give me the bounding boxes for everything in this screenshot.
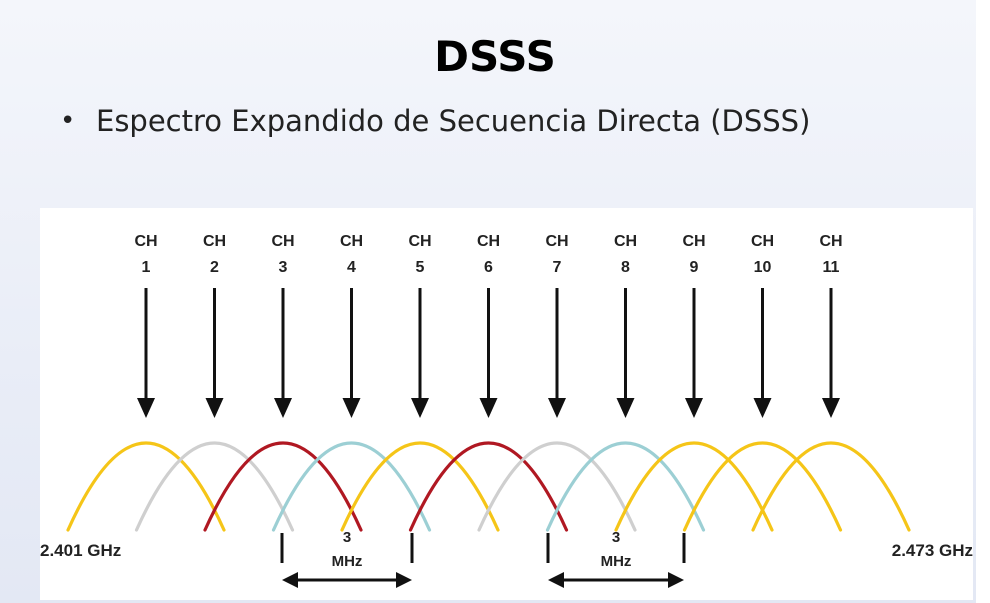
gap-arrow-left-head-2 xyxy=(548,572,564,588)
channel-curve-6 xyxy=(408,441,569,532)
channel-number-3: 3 xyxy=(279,259,288,276)
channel-arrow-head-11 xyxy=(822,398,840,418)
gap-value-2: 3 xyxy=(612,529,620,546)
gap-unit-2: MHz xyxy=(601,553,632,570)
diagram-panel: CH 1 CH 2 CH 3 CH 4 CH 5 CH 6 CH 7 CH 8 CH 9 CH 10 CH 11 2.401… xyxy=(40,208,973,600)
gap-arrow-left-head-1 xyxy=(282,572,298,588)
channel-arrow-head-2 xyxy=(205,398,224,418)
channel-arrow-head-1 xyxy=(137,398,155,418)
channel-number-11: 11 xyxy=(823,259,840,276)
gap-arrow-right-head-1 xyxy=(396,572,412,588)
channel-arrow-head-4 xyxy=(342,398,361,418)
channel-curve-7 xyxy=(477,441,637,532)
channel-prefix-5: CH xyxy=(408,233,431,250)
channel-number-6: 6 xyxy=(484,259,493,276)
slide-edge xyxy=(976,0,990,603)
channel-number-4: 4 xyxy=(347,259,356,276)
bullet-text: Espectro Expandido de Secuencia Directa … xyxy=(96,104,811,138)
channel-curve-2 xyxy=(134,441,295,532)
channel-arrow-head-3 xyxy=(274,398,292,418)
channel-prefix-3: CH xyxy=(271,233,294,250)
channel-number-5: 5 xyxy=(416,259,425,276)
channel-prefix-2: CH xyxy=(203,233,226,250)
channel-prefix-4: CH xyxy=(340,233,363,250)
channel-curve-8 xyxy=(545,441,706,532)
channel-curve-5 xyxy=(340,441,500,532)
channel-number-1: 1 xyxy=(142,259,151,276)
channel-prefix-1: CH xyxy=(134,233,157,250)
gap-value-1: 3 xyxy=(343,529,351,546)
channel-number-7: 7 xyxy=(553,259,562,276)
channel-arrow-head-7 xyxy=(548,398,566,418)
channel-number-9: 9 xyxy=(690,259,699,276)
gap-arrow-right-head-2 xyxy=(668,572,684,588)
channel-curve-3 xyxy=(203,441,363,532)
channel-prefix-7: CH xyxy=(545,233,568,250)
dsss-channel-diagram: CH 1 CH 2 CH 3 CH 4 CH 5 CH 6 CH 7 CH 8 CH 9 CH 10 CH 11 2.401… xyxy=(40,233,973,588)
channel-curve-10 xyxy=(682,441,843,532)
channel-arrow-head-6 xyxy=(479,398,498,418)
channel-prefix-8: CH xyxy=(614,233,637,250)
channel-prefix-11: CH xyxy=(819,233,842,250)
channel-prefix-6: CH xyxy=(477,233,500,250)
channel-arrow-head-5 xyxy=(411,398,429,418)
channel-curve-9 xyxy=(614,441,774,532)
bullet-dot-icon: • xyxy=(60,106,76,136)
channel-arrow-head-9 xyxy=(685,398,703,418)
channel-prefix-10: CH xyxy=(751,233,774,250)
channel-prefix-9: CH xyxy=(682,233,705,250)
channel-curve-11 xyxy=(751,441,911,532)
gap-unit-1: MHz xyxy=(332,553,363,570)
freq-start-label: 2.401 GHz xyxy=(40,541,121,560)
channel-number-8: 8 xyxy=(621,259,630,276)
channel-number-10: 10 xyxy=(754,259,772,276)
channel-arrow-head-10 xyxy=(753,398,772,418)
channel-curve-4 xyxy=(271,441,432,532)
channel-curve-1 xyxy=(66,441,226,532)
slide-title: DSSS xyxy=(434,32,556,81)
freq-end-label: 2.473 GHz xyxy=(892,541,973,560)
channel-number-2: 2 xyxy=(210,259,219,276)
channel-arrow-head-8 xyxy=(616,398,635,418)
